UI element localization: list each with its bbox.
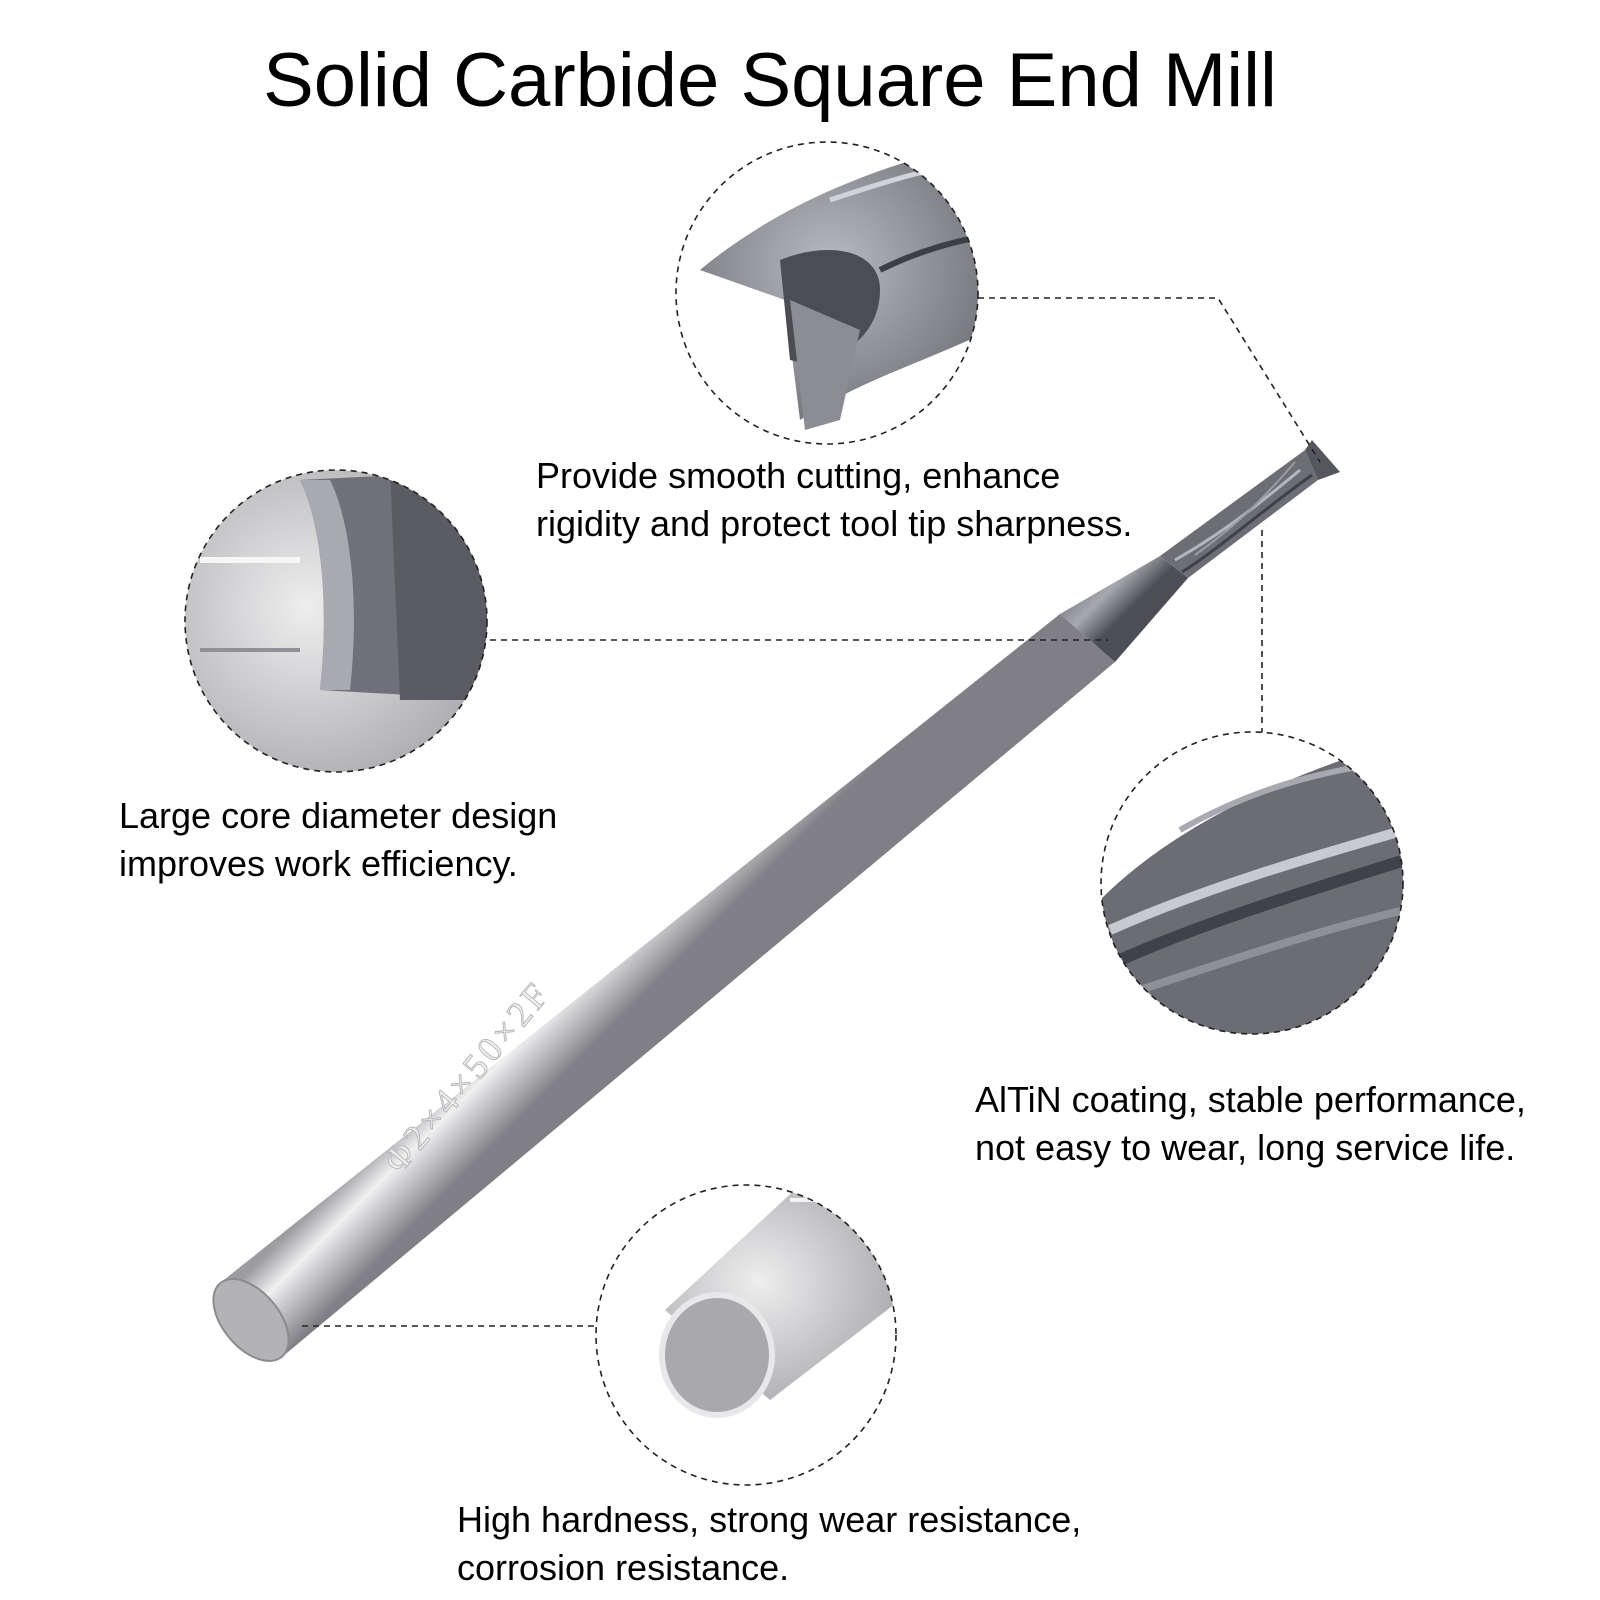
callout-coating-caption: AlTiN coating, stable performance, not e… [975,1076,1526,1172]
callout-core-caption: Large core diameter design improves work… [119,792,557,888]
callout-tip-caption: Provide smooth cutting, enhance rigidity… [536,452,1132,548]
callout-shank-caption: High hardness, strong wear resistance, c… [457,1496,1081,1592]
end-mill-shank [220,614,1115,1357]
callout-shank-line-2: corrosion resistance. [457,1547,790,1588]
zoom-tip [675,141,979,445]
callout-tip-line-2: rigidity and protect tool tip sharpness. [536,503,1133,544]
end-mill-shank-end [212,1278,290,1362]
callout-coating-line-1: AlTiN coating, stable performance, [975,1079,1526,1120]
callout-coating-line-2: not easy to wear, long service life. [975,1127,1516,1168]
callout-shank-line-1: High hardness, strong wear resistance, [457,1499,1082,1540]
end-mill-neck [1060,556,1188,662]
end-mill-flutes [1160,450,1318,578]
callout-core-line-1: Large core diameter design [119,795,558,836]
zoom-shank [595,1184,897,1486]
zoom-core [184,469,488,773]
zoom-coating [1100,731,1404,1035]
page-title: Solid Carbide Square End Mill [263,38,1277,123]
guide-lines [302,297,1321,1327]
callout-tip-line-1: Provide smooth cutting, enhance [536,455,1061,496]
callout-core-line-2: improves work efficiency. [119,843,518,884]
end-mill-tip [1305,440,1340,480]
guide-line-tip [978,297,1321,463]
